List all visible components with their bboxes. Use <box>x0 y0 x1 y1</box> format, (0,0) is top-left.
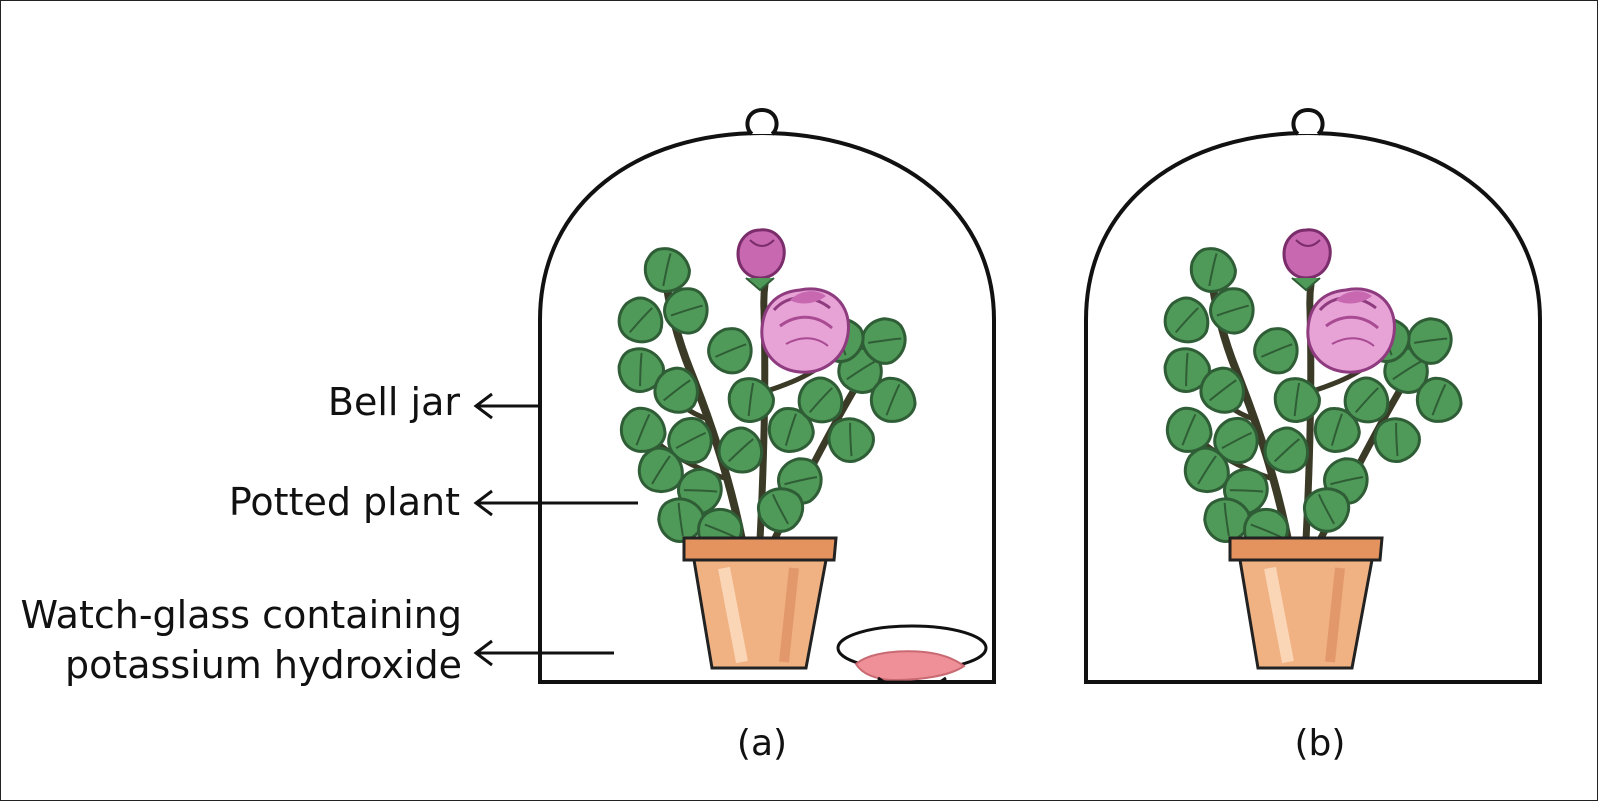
caption-b: (b) <box>1295 723 1346 764</box>
left-arrow-icon <box>473 639 614 667</box>
label-bell-jar: Bell jar <box>328 380 460 424</box>
potted-plant-a <box>611 230 918 668</box>
label-watch-glass-line2: potassium hydroxide <box>65 643 462 687</box>
left-arrow-icon <box>473 392 540 420</box>
watch-glass-koh <box>836 624 988 684</box>
bell-jar-a <box>538 107 996 684</box>
label-watch-glass-line1: Watch-glass containing <box>21 593 462 637</box>
label-potted-plant: Potted plant <box>229 480 460 524</box>
caption-a: (a) <box>737 723 787 764</box>
left-arrow-icon <box>473 489 638 517</box>
bell-jar-b <box>1084 107 1542 684</box>
bell-jar-knob-b <box>1291 107 1325 136</box>
potted-plant-b <box>1157 230 1464 668</box>
bell-jar-knob-a <box>745 107 779 136</box>
